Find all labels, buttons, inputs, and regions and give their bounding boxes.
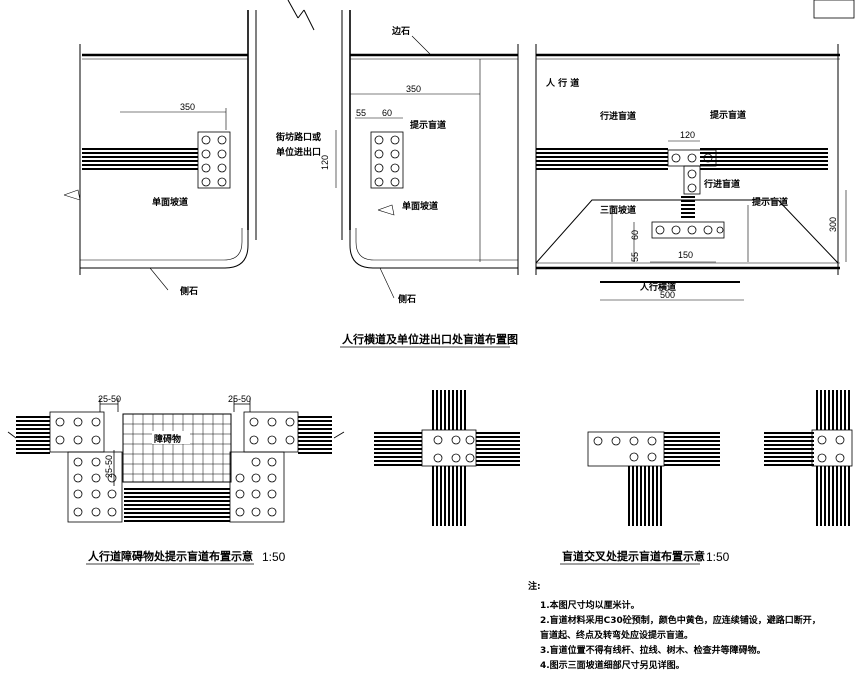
obstacle-structure: [7, 398, 345, 486]
panel-c-structure: [535, 0, 855, 301]
dim-500: 500: [660, 290, 675, 300]
cross-scale: 1:50: [706, 550, 730, 564]
dim-120-right: 120: [680, 130, 695, 140]
dim-60-mid: 60: [382, 108, 392, 118]
note-line-3: 3.盲道位置不得有线杆、拉线、树木、检查井等障碍物。: [540, 646, 766, 656]
obstacle-grid: [123, 414, 231, 482]
dim-150: 150: [678, 250, 693, 260]
obstacle-scale: 1:50: [262, 550, 286, 564]
label-warning-path-right-2: 提示盲道: [752, 196, 788, 208]
panel-b-warning-tiles: [370, 131, 404, 189]
cross-title: 盲道交叉处提示盲道布置示意: [562, 549, 705, 563]
label-single-ramp-mid: 单面坡道: [402, 200, 438, 212]
label-obstacle: 障碍物: [154, 433, 181, 445]
obstacle-title: 人行道障碍物处提示盲道布置示意: [88, 549, 253, 563]
note-line-2-cont: 盲道起、终点及转弯处应设提示盲道。: [540, 631, 694, 641]
panel-a-structure: [63, 10, 257, 275]
top-title: 人行横道及单位进出口处盲道布置图: [342, 332, 518, 346]
label-curb-bottom-left: 侧石: [180, 285, 198, 297]
dim-55-right: 55: [630, 252, 640, 262]
dim-60-right: 60: [630, 230, 640, 240]
panel-a-guide-strip: [82, 148, 198, 172]
label-entrance-1: 街坊路口或: [275, 131, 321, 143]
cross-1: [374, 390, 520, 526]
notes-heading: 注:: [528, 582, 541, 592]
label-curb-bottom-mid: 侧石: [398, 293, 416, 305]
label-warning-path-right: 提示盲道: [710, 109, 746, 121]
dim-350-left: 350: [180, 102, 195, 112]
panel-a-warning-tiles: [197, 131, 231, 189]
panel-b-structure: [287, 0, 519, 275]
dim-obstacle-right: 25-50: [228, 394, 251, 404]
dim-350-mid: 350: [406, 84, 421, 94]
dim-120-mid: 120: [320, 155, 330, 170]
panel-c-warning-tiles: [651, 149, 725, 239]
obstacle-guide-strips: [16, 414, 332, 522]
panel-c-guide-strips: [536, 148, 828, 218]
note-line-2: 2.盲道材料采用C30砼预制，颜色中黄色，应连续铺设，避路口断开，: [540, 616, 821, 626]
note-line-1: 1.本图尺寸均以厘米计。: [540, 601, 640, 611]
cross-3: [764, 390, 853, 526]
label-crossing: 人行横道: [639, 281, 676, 293]
cross-2: [587, 431, 720, 526]
dim-55-mid: 55: [356, 108, 366, 118]
dim-300: 300: [828, 217, 838, 232]
label-entrance-2: 单位进出口: [276, 146, 321, 158]
label-three-ramp: 三面坡道: [600, 204, 636, 216]
dim-obstacle-left: 25-50: [98, 394, 121, 404]
label-guide-path: 行进盲道: [599, 110, 636, 122]
note-line-4: 4.图示三面坡道细部尺寸另见详图。: [540, 661, 685, 671]
label-warning-path-mid: 提示盲道: [410, 119, 446, 131]
label-curb-top: 边石: [391, 25, 410, 37]
dim-obstacle-vertical: 25-50: [104, 455, 114, 478]
obstacle-warning-tiles: [49, 411, 299, 523]
notes-block: 注: 1.本图尺寸均以厘米计。 2.盲道材料采用C30砼预制，颜色中黄色，应连续…: [528, 580, 848, 674]
label-guide-path-2: 行进盲道: [703, 178, 740, 190]
label-single-ramp-left: 单面坡道: [152, 196, 188, 208]
label-sidewalk: 人 行 道: [545, 77, 579, 89]
